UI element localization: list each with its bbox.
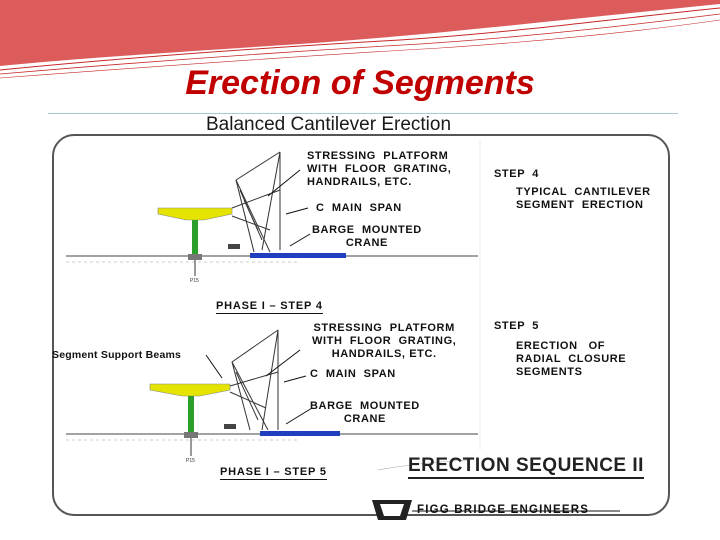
bottom-phase-label: PHASE I – STEP 5 — [220, 466, 327, 480]
top-pier — [192, 220, 198, 254]
header-wave-decoration — [0, 0, 720, 79]
top-crane — [231, 151, 281, 253]
top-callout-main-span: C MAIN SPAN — [316, 202, 402, 214]
erection-sequence-title: ERECTION SEQUENCE II — [408, 455, 644, 479]
company-name: FIGG BRIDGE ENGINEERS — [417, 504, 590, 516]
bottom-step-description: ERECTION OF RADIAL CLOSURE SEGMENTS — [516, 340, 627, 378]
bottom-callout-segment-support-beams: Segment Support Beams — [52, 349, 182, 361]
bottom-callout-stressing-platform: STRESSING PLATFORM WITH FLOOR GRATING, H… — [312, 322, 457, 360]
figure-title: Balanced Cantilever Erection — [206, 114, 452, 135]
top-callout-barge-crane: BARGE MOUNTED CRANE — [312, 224, 422, 249]
top-pier-tag: P15 — [190, 278, 199, 284]
bottom-step-label: STEP 5 — [494, 320, 539, 332]
figg-logo-mark — [372, 500, 412, 520]
slide-title: Erection of Segments — [185, 64, 535, 102]
top-cantilever-deck — [157, 207, 233, 221]
bottom-callout-main-span: C MAIN SPAN — [310, 368, 396, 380]
top-callout-stressing-platform: STRESSING PLATFORM WITH FLOOR GRATING, H… — [307, 150, 452, 188]
bottom-pier-tag: P15 — [186, 458, 195, 464]
drawing-border — [52, 134, 670, 516]
bottom-water-barge-shadow — [260, 431, 340, 436]
bottom-callout-barge-crane: BARGE MOUNTED CRANE — [310, 400, 420, 425]
bottom-cantilever-deck — [149, 383, 231, 397]
top-phase-label: PHASE I – STEP 4 — [216, 300, 323, 314]
title-divider — [48, 113, 678, 114]
bottom-pier — [188, 396, 194, 432]
top-water-barge-shadow — [250, 253, 346, 258]
figure-image-area — [48, 115, 678, 535]
bottom-crane — [229, 329, 279, 431]
top-step-label: STEP 4 — [494, 168, 539, 180]
top-step-description: TYPICAL CANTILEVER SEGMENT ERECTION — [516, 186, 651, 211]
